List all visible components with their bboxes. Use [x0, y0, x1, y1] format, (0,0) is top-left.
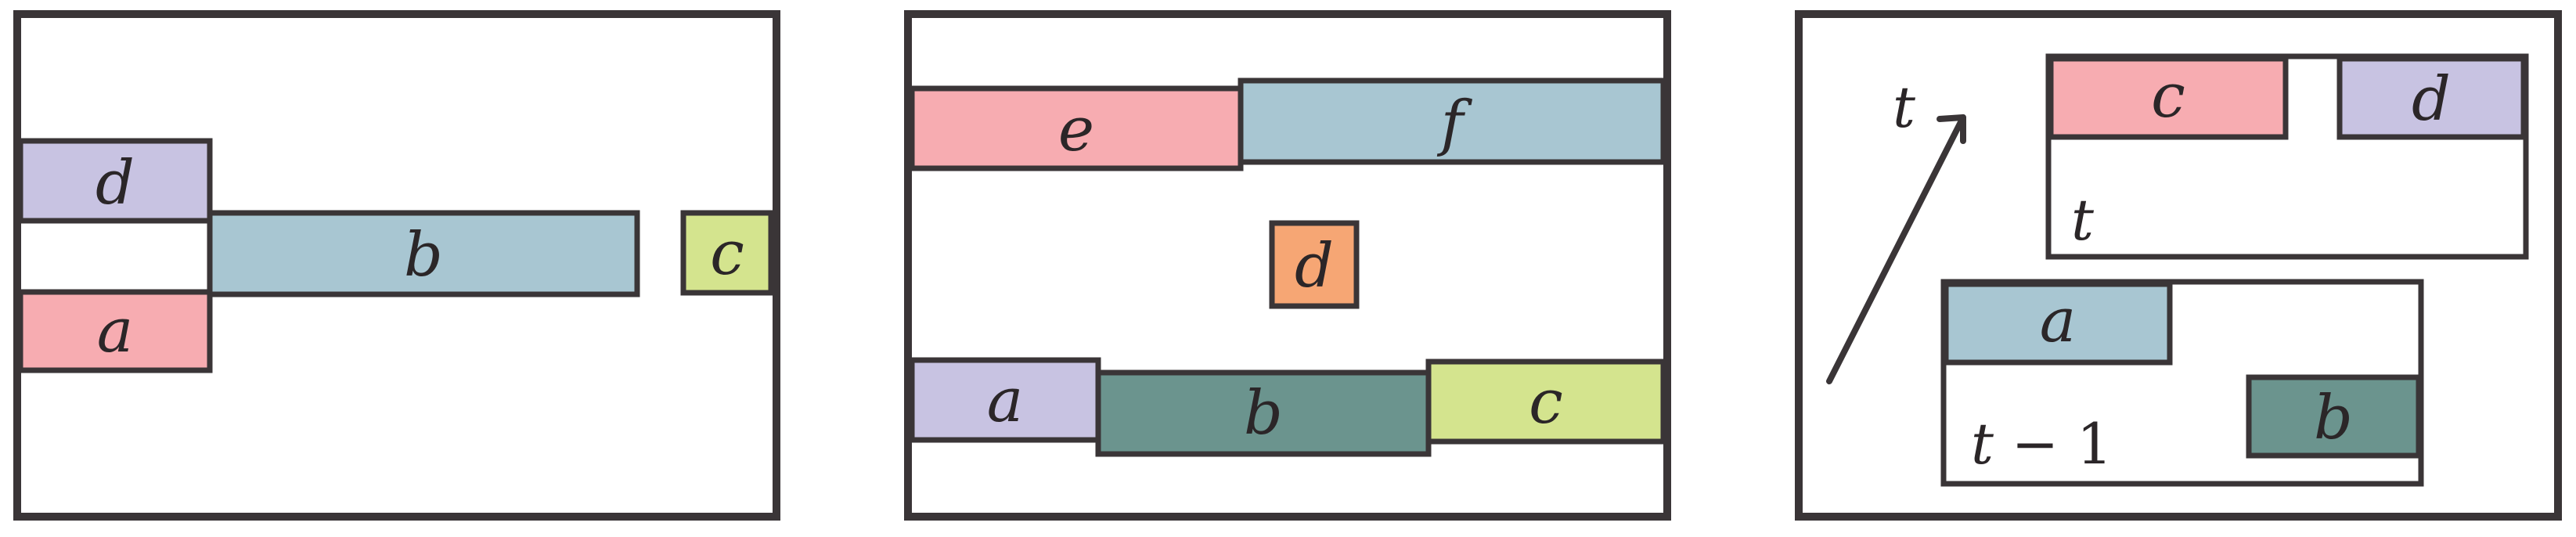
panel-2-block-e-label: e: [1058, 95, 1094, 165]
panel-2-block-d-label: d: [1295, 231, 1334, 301]
frame-t-minus-1-block-a-label: a: [2040, 286, 2077, 356]
panel-1-block-c-rect: [680, 210, 774, 296]
panel-2: e f d a b c: [904, 10, 1671, 521]
panel-2-block-a-label: a: [987, 366, 1024, 436]
frame-t-minus-1-caption-rest: − 1: [1994, 411, 2113, 477]
panel-1-block-a-label: a: [97, 296, 134, 366]
panel-2-block-f: f: [1238, 77, 1666, 165]
panel-2-block-c: c: [1425, 359, 1666, 445]
panel-2-block-c-rect: [1425, 359, 1666, 445]
panel-1-block-c-label: c: [710, 218, 744, 289]
time-arrow-shaft: [1826, 114, 1966, 384]
time-arrow-head: [1937, 114, 1966, 144]
panel-1-block-d-rect: [17, 138, 213, 224]
panel-2-block-a: a: [909, 357, 1101, 443]
frame-t-minus-1: a b t − 1: [1940, 279, 2424, 487]
panel-1-block-a-rect: [17, 289, 213, 373]
panel-2-block-b-rect: [1095, 369, 1432, 457]
panel-2-block-d-rect: [1269, 220, 1360, 309]
frame-t-minus-1-block-b-label: b: [2314, 383, 2353, 453]
frame-t-minus-1-block-a-rect: [1943, 281, 2173, 366]
panel-2-block-a-rect: [909, 357, 1101, 443]
time-arrow: t: [1826, 74, 1966, 384]
frame-t-minus-1-block-a: a: [1943, 281, 2173, 366]
frame-t-block-c: c: [2048, 56, 2289, 140]
panel-1-block-d: d: [17, 138, 213, 224]
panel-1-block-b-label: b: [404, 220, 443, 290]
panel-2-block-f-rect: [1238, 77, 1666, 165]
frame-t-block-d-label: d: [2412, 64, 2451, 135]
panel-3: t c d t a b: [1795, 10, 2562, 521]
panel-2-block-c-label: c: [1529, 367, 1563, 438]
frame-t-block-c-label: c: [2151, 61, 2185, 132]
frame-t-minus-1-caption: t − 1: [1971, 411, 2113, 477]
panel-2-block-d: d: [1269, 220, 1360, 309]
panel-1-block-a: a: [17, 289, 213, 373]
panel-2-block-e: e: [909, 85, 1244, 171]
panel-2-block-b: b: [1095, 369, 1432, 457]
panel-1-block-c: c: [680, 210, 774, 296]
panel-1-block-b-rect: [207, 210, 640, 297]
frame-t-block-c-rect: [2048, 56, 2289, 140]
frame-t-block-d-rect: [2336, 56, 2527, 140]
panel-2-block-e-rect: [909, 85, 1244, 171]
frame-t-minus-1-block-b-rect: [2246, 374, 2422, 459]
frame-t-minus-1-caption-var: t: [1971, 411, 1994, 477]
panel-1: d b a c: [13, 10, 780, 521]
panel-2-block-b-label: b: [1244, 378, 1283, 449]
frame-t: c d t: [2045, 53, 2529, 260]
panel-1-block-d-label: d: [95, 148, 135, 218]
frame-t-minus-1-block-b: b: [2246, 374, 2422, 459]
frame-t-caption: t: [2071, 187, 2095, 253]
time-arrow-label: t: [1893, 74, 1916, 140]
panel-1-block-b: b: [207, 210, 640, 297]
frame-t-block-d: d: [2336, 56, 2527, 140]
